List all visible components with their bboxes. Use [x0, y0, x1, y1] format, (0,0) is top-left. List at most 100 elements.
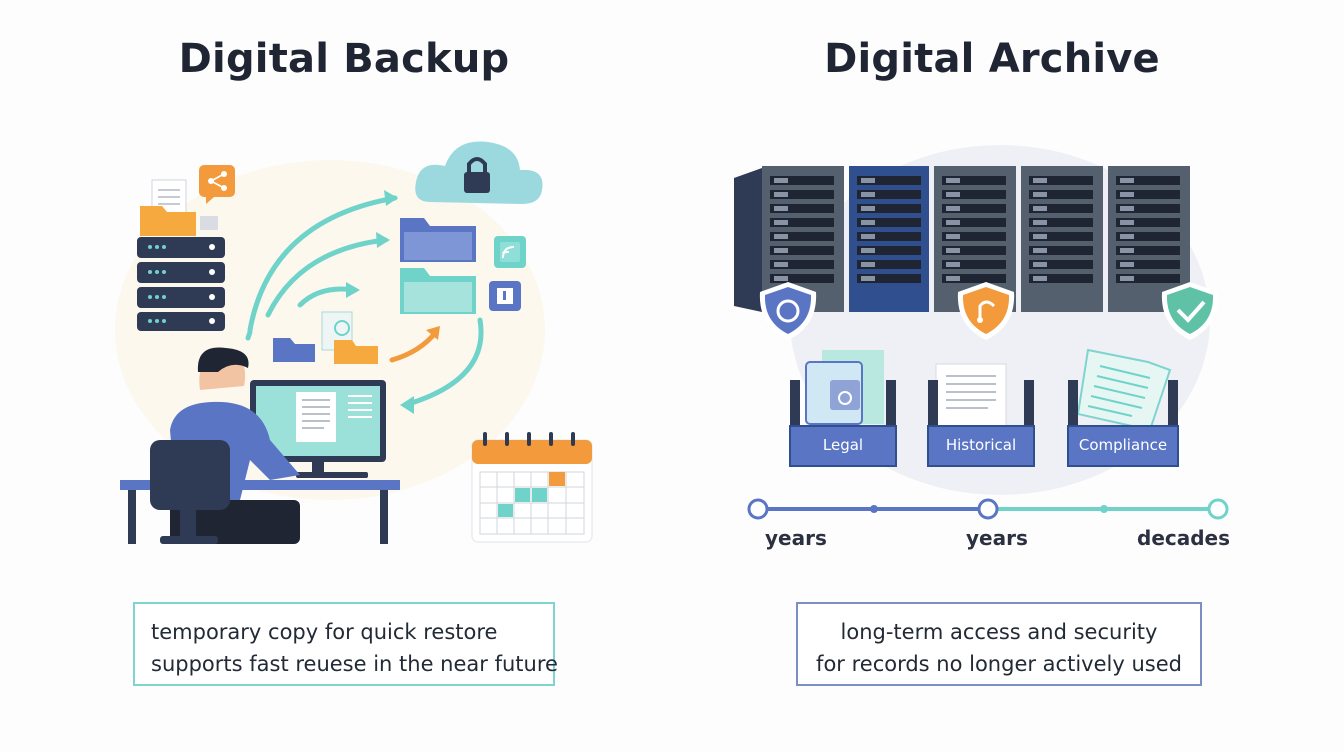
rack-led: [774, 178, 788, 183]
tray-compliance: [1067, 348, 1179, 467]
rack-led: [1033, 248, 1047, 253]
person-icon: [150, 347, 300, 544]
rack-slot: [857, 246, 921, 255]
rack-slot: [770, 176, 834, 185]
folder-icon: [400, 218, 476, 314]
server-stack-icon: [734, 166, 1190, 312]
tray-label-legal: Legal: [822, 436, 864, 454]
rack-slot: [1116, 260, 1180, 269]
rack-led: [1120, 178, 1134, 183]
share-icon: [199, 165, 235, 204]
rack-slot: [1116, 190, 1180, 199]
rack-led: [1033, 178, 1047, 183]
rack-slot: [857, 260, 921, 269]
timeline-label-start: years: [765, 526, 827, 550]
rack-led: [861, 192, 875, 197]
tray-historical: [927, 363, 1035, 467]
rack-slot: [1116, 218, 1180, 227]
rack-slot: [857, 190, 921, 199]
rack-slot: [857, 218, 921, 227]
rack-slot: [770, 190, 834, 199]
rack-slot: [770, 232, 834, 241]
rack-slot: [857, 274, 921, 283]
rack-slot: [1029, 204, 1093, 213]
rack-slot: [1116, 176, 1180, 185]
tray-legal: [789, 350, 897, 467]
rack-slot: [1029, 176, 1093, 185]
rack-led: [1120, 248, 1134, 253]
rack-led: [946, 248, 960, 253]
rack-led: [946, 192, 960, 197]
folder-icon: [140, 179, 218, 236]
rack-slot: [942, 204, 1006, 213]
rack-led: [946, 178, 960, 183]
rack-slot: [942, 176, 1006, 185]
rack-slot: [1029, 274, 1093, 283]
rack-led: [1033, 276, 1047, 281]
rack-led: [1120, 206, 1134, 211]
rack-led: [774, 262, 788, 267]
rack-led: [1120, 276, 1134, 281]
sync-arrows: [245, 190, 484, 414]
cloud-lock-icon: [415, 141, 543, 204]
document-icon: [489, 281, 521, 311]
rack-slot: [942, 260, 1006, 269]
rack-led: [946, 206, 960, 211]
rack-led: [1120, 234, 1134, 239]
rack-led: [1120, 192, 1134, 197]
backup-caption-line1: temporary copy for quick restore: [151, 620, 498, 644]
rack-slot: [1116, 246, 1180, 255]
rack-slot: [1029, 246, 1093, 255]
rack-slot: [1116, 274, 1180, 283]
rack-led: [1033, 262, 1047, 267]
rack-led: [774, 206, 788, 211]
archive-caption-line2: for records no longer actively used: [816, 652, 1182, 676]
rack-slot: [942, 232, 1006, 241]
rack-led: [1120, 262, 1134, 267]
server-stack-icon: [137, 237, 225, 331]
archive-title: Digital Archive: [824, 36, 1160, 82]
backup-title: Digital Backup: [178, 36, 510, 82]
rack-slot: [1116, 232, 1180, 241]
backup-caption: temporary copy for quick restore support…: [133, 602, 558, 686]
rack-led: [774, 220, 788, 225]
calendar-icon: [471, 432, 593, 543]
rack-slot: [1029, 190, 1093, 199]
rack-slot: [942, 218, 1006, 227]
rack-slot: [1029, 218, 1093, 227]
rack-slot: [770, 246, 834, 255]
shield-check-icon: [1161, 282, 1219, 340]
rack-led: [861, 248, 875, 253]
rack-led: [946, 262, 960, 267]
rack-led: [861, 234, 875, 239]
rack-led: [774, 234, 788, 239]
rack-led: [946, 276, 960, 281]
desk: [120, 480, 400, 544]
rack-led: [774, 248, 788, 253]
rack-led: [1033, 192, 1047, 197]
rack-slot: [770, 260, 834, 269]
wifi-icon: [494, 236, 526, 268]
rack-slot: [857, 204, 921, 213]
archive-caption: long-term access and security for record…: [796, 602, 1202, 686]
tray-label-historical: Historical: [945, 436, 1017, 454]
rack-led: [1033, 206, 1047, 211]
rack-led: [861, 276, 875, 281]
shield-check-icon: [957, 282, 1015, 340]
rack-slot: [942, 246, 1006, 255]
rack-slot: [942, 190, 1006, 199]
rack-slot: [942, 274, 1006, 283]
rack-slot: [770, 218, 834, 227]
rack-slot: [857, 232, 921, 241]
timeline-label-middle: years: [966, 526, 1028, 550]
timeline: [747, 498, 1229, 520]
rack-led: [861, 206, 875, 211]
rack-slot: [770, 204, 834, 213]
rack-slot: [770, 274, 834, 283]
tray-label-compliance: Compliance: [1078, 436, 1168, 454]
rack-led: [946, 220, 960, 225]
rack-slot: [1029, 232, 1093, 241]
rack-led: [861, 220, 875, 225]
rack-led: [946, 234, 960, 239]
